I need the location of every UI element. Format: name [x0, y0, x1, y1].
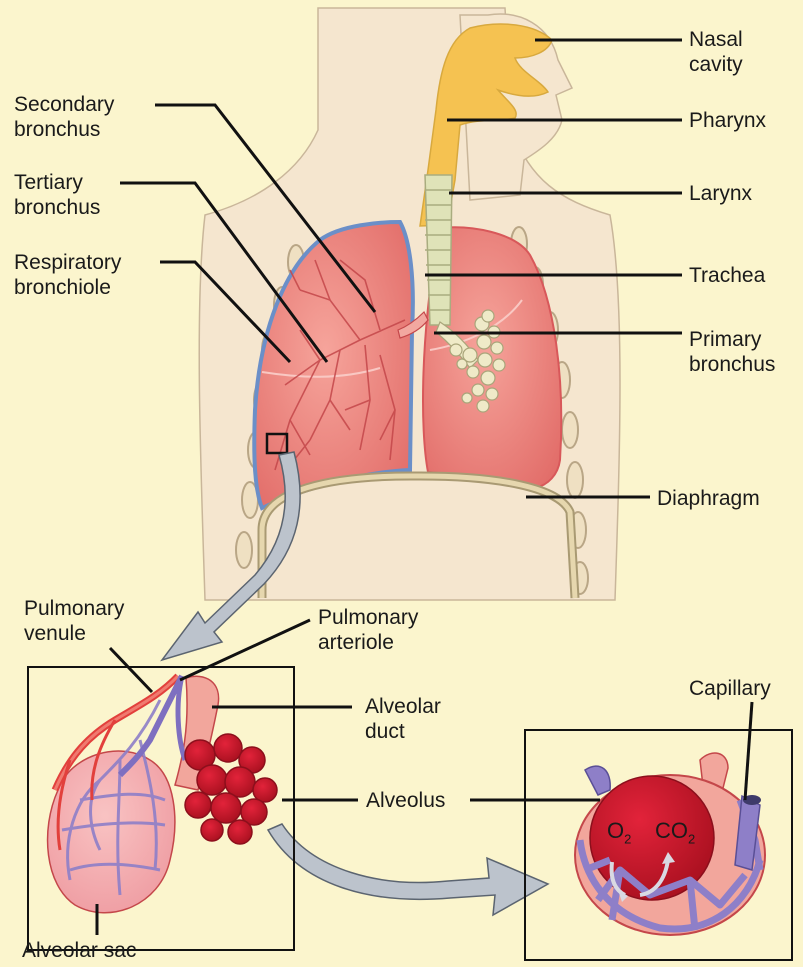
label-trachea-text: Trachea: [689, 263, 765, 288]
label-alveolar-sac: Alveolar sac: [22, 938, 136, 963]
label-secondary-bronchus-line-1: Secondary: [14, 92, 114, 117]
label-diaphragm-text: Diaphragm: [657, 486, 760, 511]
label-pulmonary-arteriole-line-2: arteriole: [318, 630, 418, 655]
label-pulmonary-venule: Pulmonary venule: [24, 596, 124, 646]
label-diaphragm: Diaphragm: [657, 486, 760, 511]
label-alveolar-sac-text: Alveolar sac: [22, 938, 136, 963]
label-o2-subscript: 2: [624, 831, 631, 846]
label-respiratory-bronchiole-line-1: Respiratory: [14, 250, 121, 275]
label-nasal-cavity-line-2: cavity: [689, 52, 743, 77]
label-alveolar-duct-line-1: Alveolar: [365, 694, 441, 719]
label-larynx-text: Larynx: [689, 181, 752, 206]
zoom-arrow-2: [268, 824, 548, 915]
label-primary-bronchus: Primary bronchus: [689, 327, 775, 377]
label-respiratory-bronchiole: Respiratory bronchiole: [14, 250, 121, 300]
label-alveolus-text: Alveolus: [366, 788, 445, 813]
label-pharynx: Pharynx: [689, 108, 766, 133]
label-alveolar-duct: Alveolar duct: [365, 694, 441, 744]
label-alveolus: Alveolus: [366, 788, 445, 813]
leader-capillary: [745, 702, 752, 800]
label-o2-base: O: [607, 818, 624, 843]
leader-pulmonary-venule: [110, 648, 152, 692]
label-tertiary-bronchus-line-2: bronchus: [14, 195, 100, 220]
label-nasal-cavity-line-1: Nasal: [689, 27, 743, 52]
label-pulmonary-venule-line-1: Pulmonary: [24, 596, 124, 621]
label-nasal-cavity: Nasal cavity: [689, 27, 743, 77]
label-tertiary-bronchus: Tertiary bronchus: [14, 170, 100, 220]
label-pulmonary-arteriole: Pulmonary arteriole: [318, 605, 418, 655]
label-alveolar-duct-line-2: duct: [365, 719, 441, 744]
label-primary-bronchus-line-1: Primary: [689, 327, 775, 352]
label-respiratory-bronchiole-line-2: bronchiole: [14, 275, 121, 300]
label-secondary-bronchus-line-2: bronchus: [14, 117, 114, 142]
label-pulmonary-arteriole-line-1: Pulmonary: [318, 605, 418, 630]
label-pulmonary-venule-line-2: venule: [24, 621, 124, 646]
label-primary-bronchus-line-2: bronchus: [689, 352, 775, 377]
label-secondary-bronchus: Secondary bronchus: [14, 92, 114, 142]
trachea: [425, 175, 452, 325]
label-co2-subscript: 2: [688, 831, 695, 846]
label-pharynx-text: Pharynx: [689, 108, 766, 133]
label-trachea: Trachea: [689, 263, 765, 288]
label-capillary-text: Capillary: [689, 676, 771, 701]
label-co2: CO2: [655, 818, 695, 846]
label-o2: O2: [607, 818, 631, 846]
label-co2-base: CO: [655, 818, 688, 843]
label-capillary: Capillary: [689, 676, 771, 701]
label-larynx: Larynx: [689, 181, 752, 206]
label-tertiary-bronchus-line-1: Tertiary: [14, 170, 100, 195]
